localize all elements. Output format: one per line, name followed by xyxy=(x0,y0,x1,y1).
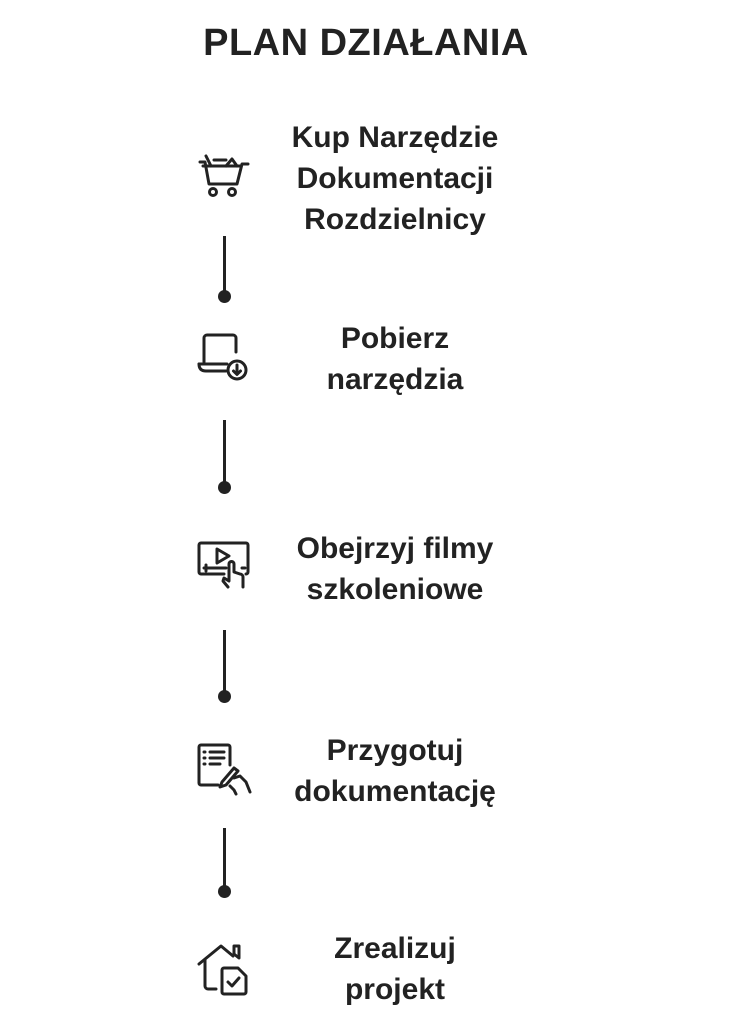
connector-line xyxy=(223,828,226,888)
connector-dot xyxy=(218,481,231,494)
step-2-label: Pobierz narzędzia xyxy=(260,318,530,400)
step-4-line: dokumentację xyxy=(294,775,496,808)
step-2-line: narzędzia xyxy=(326,363,464,396)
step-3-line: szkoleniowe xyxy=(306,573,484,606)
page-title: PLAN DZIAŁANIA xyxy=(203,22,529,64)
house-check-icon xyxy=(194,938,254,998)
step-5-line: projekt xyxy=(344,973,446,1006)
connector-dot xyxy=(218,885,231,898)
step-4-label: Przygotuj dokumentację xyxy=(260,730,530,812)
video-touch-icon xyxy=(194,535,254,595)
step-1-line: Kup Narzędzie xyxy=(291,121,499,154)
document-write-icon xyxy=(194,738,254,798)
step-2-line: Pobierz xyxy=(340,322,450,355)
step-5-label: Zrealizuj projekt xyxy=(260,928,530,1010)
step-1-line: Rozdzielnicy xyxy=(304,203,486,236)
step-3-line: Obejrzyj filmy xyxy=(296,532,494,565)
step-1-label: Kup Narzędzie Dokumentacji Rozdzielnicy xyxy=(260,117,530,240)
connector-dot xyxy=(218,290,231,303)
connector-line xyxy=(223,236,226,294)
step-3-label: Obejrzyj filmy szkoleniowe xyxy=(260,528,530,610)
step-1-line: Dokumentacji xyxy=(296,162,494,195)
step-4-line: Przygotuj xyxy=(326,734,464,767)
shopping-cart-icon xyxy=(194,148,254,208)
step-5-line: Zrealizuj xyxy=(334,932,456,965)
connector-dot xyxy=(218,690,231,703)
laptop-download-icon xyxy=(194,328,254,388)
connector-line xyxy=(223,630,226,693)
connector-line xyxy=(223,420,226,484)
